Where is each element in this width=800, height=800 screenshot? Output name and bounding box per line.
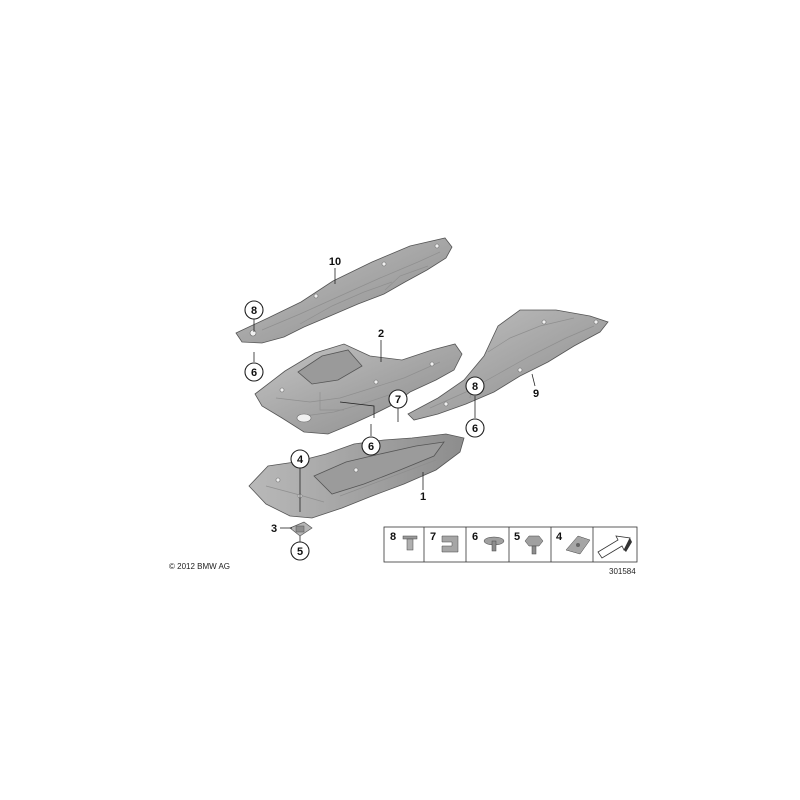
callout-10: 10 <box>329 256 341 268</box>
callout-4: 4 <box>290 449 310 469</box>
callout-6-left: 6 <box>244 362 264 382</box>
callout-8-top-label: 8 <box>251 305 257 317</box>
legend-item-8-num: 8 <box>390 531 396 543</box>
underbody-panel-9 <box>407 309 609 421</box>
callout-9: 9 <box>533 388 539 400</box>
legend-item-5-num: 5 <box>514 531 520 543</box>
callout-6-center-label: 6 <box>368 441 374 453</box>
legend-item-8: 8 <box>390 531 418 551</box>
callout-7-label: 7 <box>395 394 401 406</box>
legend-item-5: 5 <box>514 531 544 555</box>
fastener-legend: 8 7 6 5 4 <box>383 526 638 563</box>
callout-1: 1 <box>420 491 426 503</box>
callout-2: 2 <box>378 328 384 340</box>
callout-6-center: 6 <box>361 436 381 456</box>
spring-nut-fastener <box>289 521 313 537</box>
underbody-panel-10 <box>235 237 453 344</box>
legend-item-arrow <box>597 535 632 559</box>
callout-9-label: 9 <box>533 388 539 400</box>
callout-2-label: 2 <box>378 328 384 340</box>
legend-item-4-num: 4 <box>556 531 563 543</box>
callout-4-label: 4 <box>297 454 304 466</box>
clip-nut-icon <box>441 535 459 553</box>
part-number: 301584 <box>609 567 636 576</box>
leader-lines <box>253 268 536 542</box>
callout-5-label: 5 <box>297 546 303 558</box>
callout-8-top: 8 <box>244 300 264 320</box>
direction-arrow-icon <box>597 535 632 559</box>
callout-5: 5 <box>290 541 310 561</box>
callout-3-label: 3 <box>271 523 277 535</box>
callout-8-right: 8 <box>465 376 485 396</box>
callout-6-left-label: 6 <box>251 367 257 379</box>
callout-10-label: 10 <box>329 256 341 268</box>
underbody-panel-1 <box>248 433 465 519</box>
callout-6-right: 6 <box>465 418 485 438</box>
callout-8-right-label: 8 <box>472 381 478 393</box>
legend-item-7-num: 7 <box>430 531 436 543</box>
underbody-panel-2 <box>254 343 463 435</box>
flange-screw-icon <box>483 536 505 552</box>
callout-3: 3 <box>271 523 277 535</box>
push-rivet-icon <box>402 535 418 551</box>
legend-item-7: 7 <box>430 531 459 553</box>
legend-item-6: 6 <box>472 531 505 552</box>
callout-1-label: 1 <box>420 491 426 503</box>
callout-6-right-label: 6 <box>472 423 478 435</box>
copyright-text: © 2012 BMW AG <box>169 562 230 571</box>
spring-nut-icon <box>565 535 591 555</box>
legend-item-4: 4 <box>556 531 591 555</box>
legend-item-6-num: 6 <box>472 531 478 543</box>
callout-7: 7 <box>388 389 408 409</box>
hex-screw-icon <box>524 535 544 555</box>
